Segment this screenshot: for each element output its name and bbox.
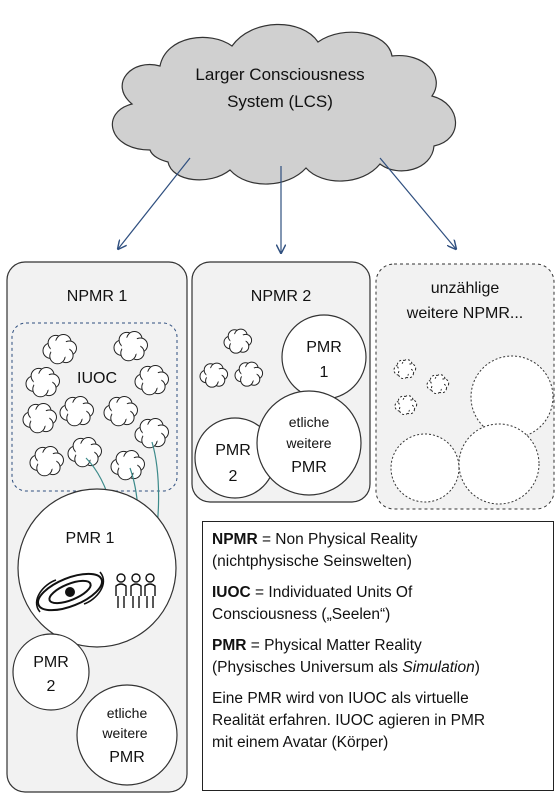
npmr1-pmr1-circle bbox=[17, 488, 177, 648]
arrow-to-npmr1 bbox=[118, 157, 191, 249]
avatar-person-icon bbox=[130, 573, 142, 608]
more-npmr-pmr-circle bbox=[458, 423, 540, 505]
npmr1-more-pmr-line3: PMR bbox=[109, 749, 145, 766]
soul-cloud-icon bbox=[103, 396, 138, 427]
avatar-figures-icon bbox=[115, 573, 156, 608]
npmr1-pmr2-label-line1: PMR bbox=[33, 654, 69, 671]
lcs-label-line1: Larger Consciousness bbox=[195, 65, 364, 84]
soul-cloud-icon bbox=[67, 437, 102, 468]
lcs-label-line2: System (LCS) bbox=[227, 92, 333, 111]
legend-note-line3: mit einem Avatar (Körper) bbox=[212, 734, 389, 751]
legend-iuoc: IUOC = Individuated Units Of Consciousne… bbox=[212, 582, 544, 626]
legend-npmr: NPMR = Non Physical Reality (nichtphysis… bbox=[212, 529, 544, 573]
soul-cloud-icon bbox=[134, 418, 169, 449]
npmr2-pmr1-label-line1: PMR bbox=[306, 339, 342, 356]
soul-cloud-icon bbox=[223, 328, 253, 354]
npmr2-soul-clouds bbox=[199, 328, 264, 388]
npmr2-pmr1-label-line2: 1 bbox=[320, 364, 329, 381]
soul-cloud-icon bbox=[42, 334, 77, 365]
npmr1-pmr2-circle bbox=[12, 633, 90, 711]
npmr1-pmr2-label-line2: 2 bbox=[47, 678, 56, 695]
more-npmr-line1: unzählige bbox=[431, 280, 500, 297]
npmr1-more-pmr-line1: etliche bbox=[107, 705, 148, 721]
legend-pmr-def2b: Simulation bbox=[402, 659, 475, 676]
iuoc-region bbox=[11, 322, 178, 492]
legend-iuoc-def2: Consciousness („Seelen“) bbox=[212, 606, 391, 623]
legend-npmr-term: NPMR bbox=[212, 531, 258, 548]
soul-cloud-icon bbox=[234, 361, 264, 387]
npmr2-more-pmr-line1: etliche bbox=[289, 414, 330, 430]
legend-note-line2: Realität erfahren. IUOC agieren in PMR bbox=[212, 712, 486, 729]
npmr2-more-pmr-circle bbox=[256, 390, 362, 496]
soul-cloud-icon bbox=[426, 374, 450, 395]
npmr2-more-pmr-line2: weitere bbox=[285, 435, 331, 451]
arrow-to-more-npmr bbox=[379, 157, 456, 249]
legend-pmr: PMR = Physical Matter Reality (Physische… bbox=[212, 635, 544, 679]
npmr2-pmr1-circle bbox=[281, 314, 367, 400]
legend-note-line1: Eine PMR wird von IUOC als virtuelle bbox=[212, 690, 469, 707]
soul-cloud-icon bbox=[110, 450, 145, 481]
legend-iuoc-term: IUOC bbox=[212, 584, 251, 601]
soul-cloud-icon bbox=[59, 396, 94, 427]
npmr2-title: NPMR 2 bbox=[251, 288, 312, 305]
soul-cloud-icon bbox=[134, 365, 169, 396]
legend-pmr-term: PMR bbox=[212, 637, 247, 654]
avatar-person-icon bbox=[144, 573, 156, 608]
soul-cloud-icon bbox=[113, 331, 148, 362]
legend-note: Eine PMR wird von IUOC als virtuelle Rea… bbox=[212, 688, 544, 754]
legend-npmr-def2: (nichtphysische Seinswelten) bbox=[212, 553, 412, 570]
npmr1-title: NPMR 1 bbox=[67, 288, 128, 305]
lcs-cloud: Larger Consciousness System (LCS) bbox=[111, 23, 457, 185]
more-npmr-soul-clouds bbox=[393, 359, 450, 416]
soul-cloud-icon bbox=[22, 403, 57, 434]
soul-cloud-icon bbox=[393, 359, 417, 380]
legend-pmr-def2a: (Physisches Universum als bbox=[212, 659, 403, 676]
soul-cloud-icon bbox=[25, 367, 60, 398]
soul-cloud-icon bbox=[394, 395, 418, 416]
iuoc-soul-clouds bbox=[22, 331, 169, 481]
more-npmr-line2: weitere NPMR... bbox=[406, 305, 523, 322]
npmr2-pmr2-label-line1: PMR bbox=[215, 442, 251, 459]
legend-iuoc-def1: = Individuated Units Of bbox=[250, 584, 413, 601]
more-npmr-pmr-circle bbox=[390, 433, 460, 503]
legend-pmr-def2c: ) bbox=[474, 659, 480, 676]
npmr1-more-pmr-circle bbox=[76, 684, 178, 786]
soul-cloud-icon bbox=[29, 446, 64, 477]
soul-cloud-icon bbox=[199, 362, 229, 388]
legend-box: NPMR = Non Physical Reality (nichtphysis… bbox=[202, 521, 554, 791]
iuoc-label: IUOC bbox=[77, 370, 117, 387]
npmr1-more-pmr-line2: weitere bbox=[101, 725, 147, 741]
npmr2-pmr2-label-line2: 2 bbox=[229, 468, 238, 485]
legend-npmr-def1: = Non Physical Reality bbox=[257, 531, 418, 548]
galaxy-icon bbox=[35, 571, 105, 613]
avatar-person-icon bbox=[115, 573, 127, 608]
npmr1-pmr1-label: PMR 1 bbox=[66, 530, 115, 547]
legend-pmr-def1: = Physical Matter Reality bbox=[246, 637, 422, 654]
npmr2-more-pmr-line3: PMR bbox=[291, 459, 327, 476]
